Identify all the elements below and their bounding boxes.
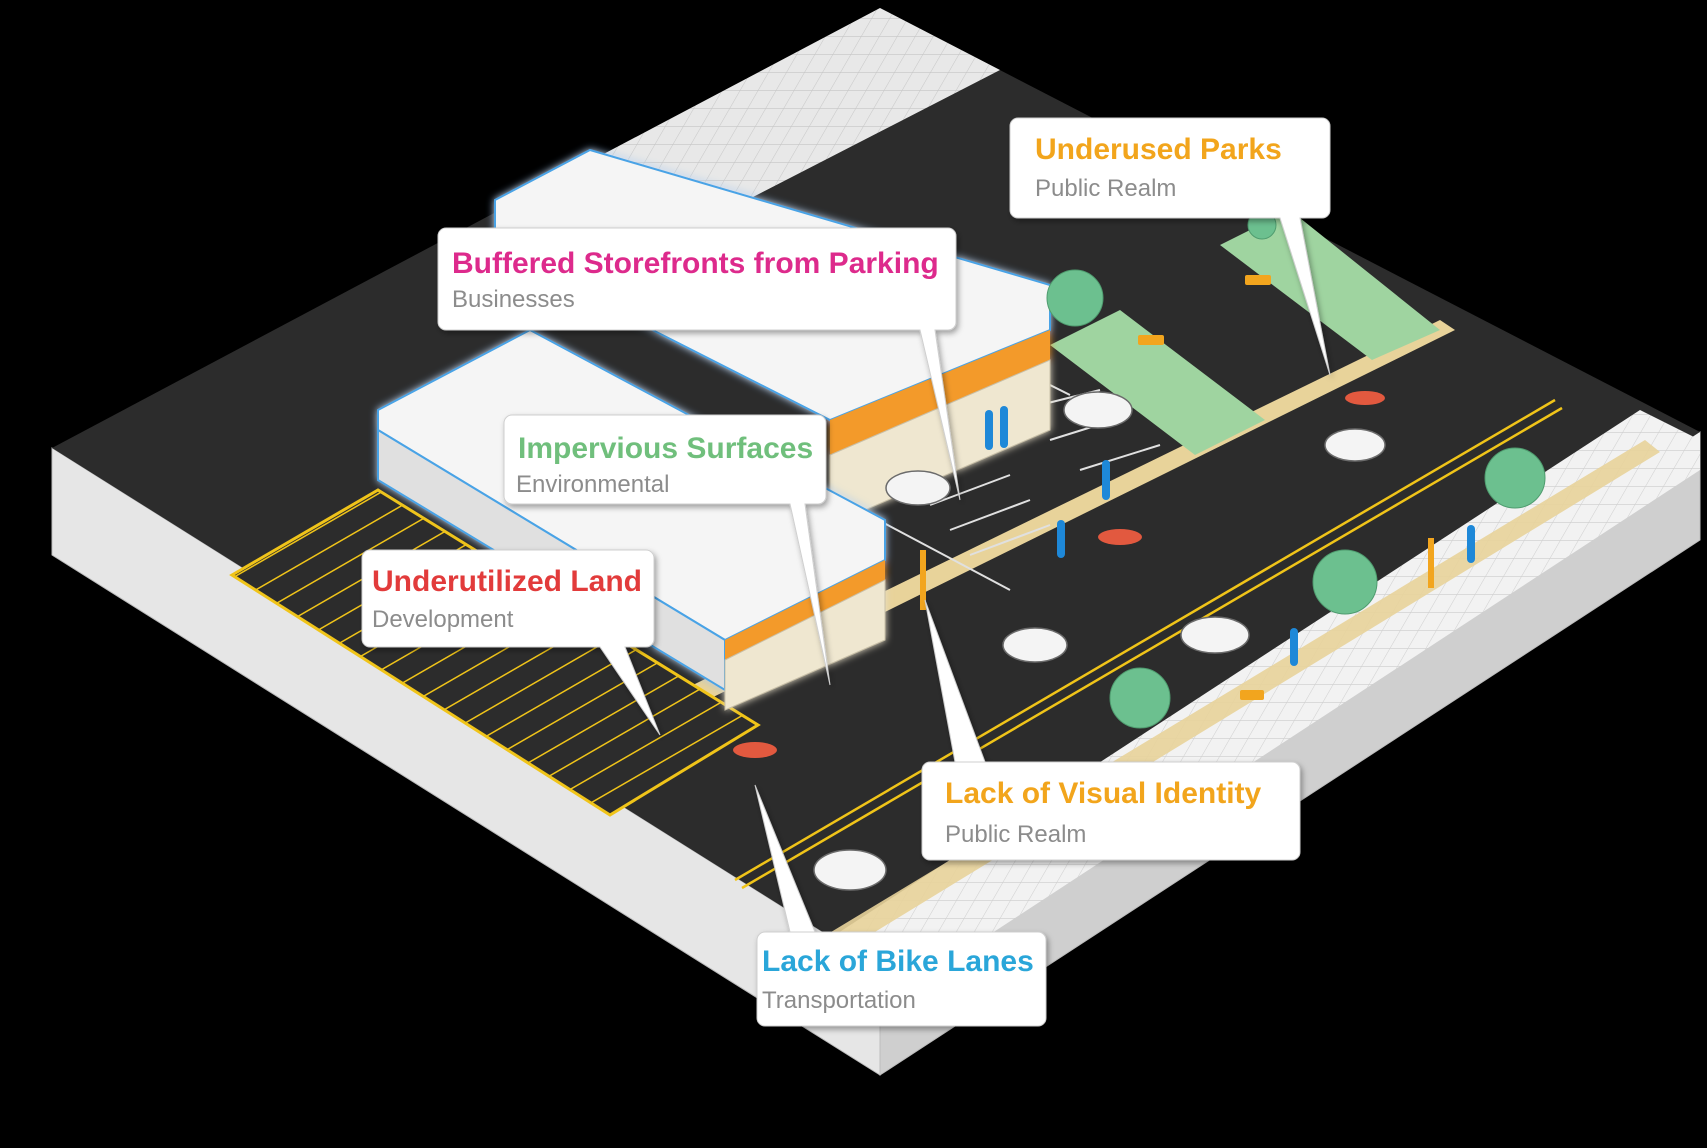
callout-category: Environmental [516,471,669,498]
callout-buffered-storefronts: Buffered Storefronts from Parking Busine… [437,227,961,501]
callout-category: Public Realm [1035,175,1176,202]
callout-category: Businesses [452,286,575,313]
callout-category: Public Realm [945,821,1086,848]
callout-underused-parks: Underused Parks Public Realm [1009,117,1331,376]
park-strip-2 [1220,210,1440,360]
callout-category: Development [372,606,514,633]
callout-category: Transportation [762,987,916,1014]
park-strip-1 [1050,310,1265,455]
callout-lack-of-bike-lanes: Lack of Bike Lanes Transportation [754,784,1047,1027]
pedestrians [985,406,1475,666]
callout-title: Underused Parks [1035,133,1282,166]
vehicles [813,391,1386,891]
callouts: Underused Parks Public Realm Buffered St… [361,117,1331,1027]
callout-title: Lack of Bike Lanes [762,945,1034,978]
callout-lack-of-visual-identity: Lack of Visual Identity Public Realm [921,599,1301,861]
road-centerline [734,398,1563,890]
trees [1046,210,1546,729]
callout-title: Buffered Storefronts from Parking [452,247,939,280]
callout-title: Underutilized Land [372,565,642,598]
street-furniture [920,275,1434,700]
callout-underutilized-land: Underutilized Land Development [361,549,661,736]
callout-title: Impervious Surfaces [518,432,813,465]
callout-title: Lack of Visual Identity [945,777,1262,810]
bike-markers [733,391,1385,758]
callout-impervious-surfaces: Impervious Surfaces Environmental [503,414,831,686]
